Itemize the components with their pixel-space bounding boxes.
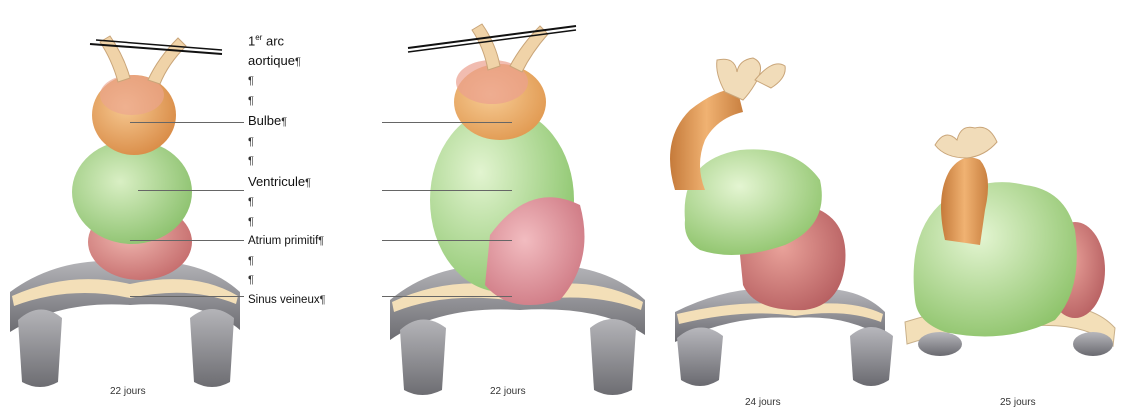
structure-labels: 1er arc aortique¶ ¶ ¶ Bulbe¶ ¶ ¶ Ventric… [248,28,378,310]
label-arc-aortique-line2: aortique¶ [248,51,378,73]
heart-illustration-22-days-right [360,0,650,410]
pilcrow: ¶ [248,252,378,272]
label-atrium-primitif: Atrium primitif¶ [248,232,378,252]
caption-22-days-right: 22 jours [490,386,526,397]
pilcrow: ¶ [248,92,378,112]
label-ventricule: Ventricule¶ [248,172,378,194]
leader-line-ventricule [138,190,244,191]
pilcrow: ¶ [248,133,378,153]
pilcrow: ¶ [248,152,378,172]
caption-22-days-left: 22 jours [110,386,146,397]
pilcrow: ¶ [248,193,378,213]
pilcrow: ¶ [248,271,378,291]
heart-illustration-24-25-days [645,0,1130,410]
heart-panel-24-25-days: 24 jours 25 jours [645,0,1130,410]
label-arc-aortique-line1: 1er arc [248,28,378,51]
label-bulbe: Bulbe¶ [248,111,378,133]
leader-line-atrium [130,240,244,241]
arcs-aortiques-25-shape [935,127,997,158]
heart-24-days [670,58,893,386]
caption-24-days: 24 jours [745,397,781,408]
heart-panel-22-days-left: 22 jours [0,0,245,410]
pilcrow: ¶ [248,72,378,92]
heart-illustration-22-days-left [0,0,245,410]
heart-panel-22-days-right: 22 jours [360,0,650,410]
ventricule-shape [72,140,192,244]
leader-line-sinus [130,296,244,297]
leader-line-atrium-right [382,240,512,241]
leader-line-bulbe [130,122,244,123]
label-sinus-veineux: Sinus veineux¶ [248,291,378,311]
caption-25-days: 25 jours [1000,397,1036,408]
leader-line-bulbe-right [382,122,512,123]
leader-line-ventricule-right [382,190,512,191]
ventricule-25-shape [914,182,1077,336]
heart-25-days [905,127,1115,356]
pilcrow: ¶ [248,213,378,233]
bulbe-25-shape [941,158,988,245]
leader-line-sinus-right [382,296,512,297]
